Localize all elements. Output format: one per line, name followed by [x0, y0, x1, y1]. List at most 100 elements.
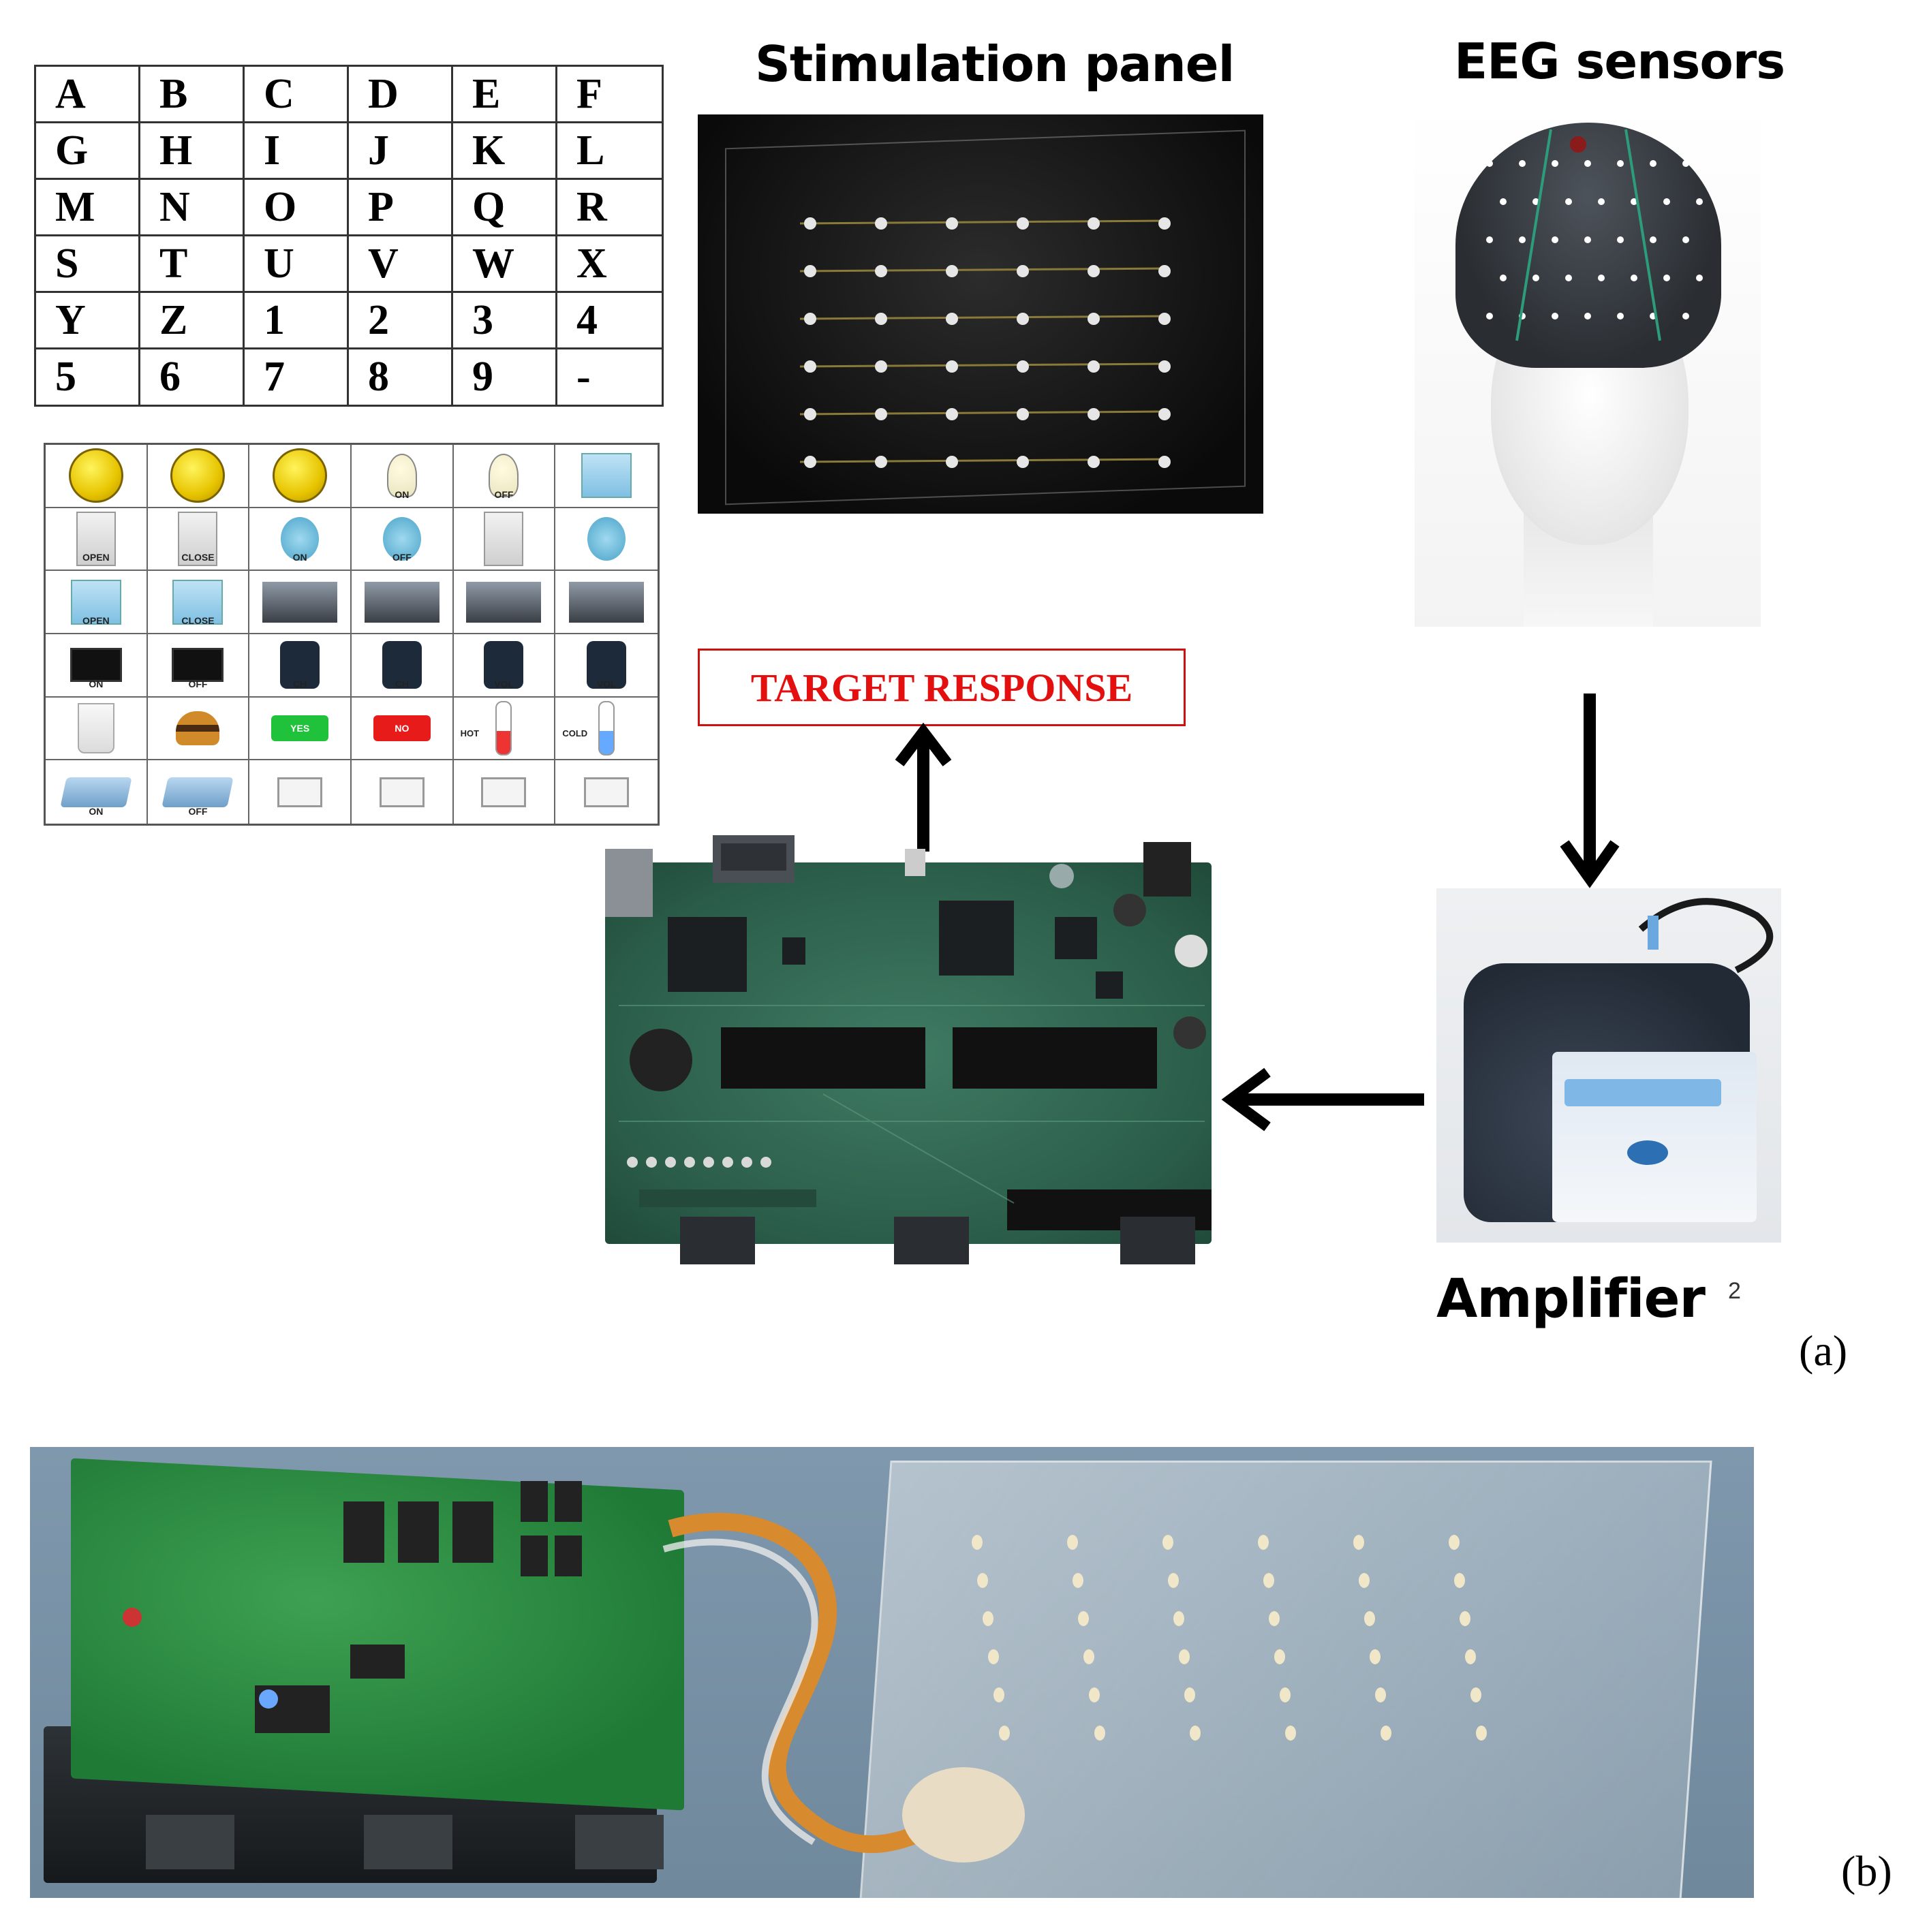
- box-icon: [379, 777, 425, 807]
- electrode: [1584, 313, 1591, 320]
- led-array: [799, 217, 1171, 468]
- electrode: [1696, 275, 1703, 281]
- led: [1158, 217, 1171, 230]
- icon-cell: OFF: [147, 634, 250, 698]
- led: [1353, 1535, 1364, 1550]
- letter-cell: 6: [140, 349, 245, 405]
- led: [1364, 1611, 1375, 1626]
- icon-cell: OPEN: [46, 508, 148, 572]
- led: [804, 313, 816, 325]
- eeg-cap-photo: [1415, 102, 1761, 627]
- led: [1017, 217, 1029, 230]
- letter-cell: -: [576, 354, 591, 400]
- led-wire: [799, 410, 1169, 416]
- led: [1184, 1687, 1195, 1702]
- letter-cell: 3: [453, 293, 557, 349]
- electrode-dots: [1486, 129, 1703, 341]
- led: [1067, 1535, 1078, 1550]
- electrode: [1565, 275, 1572, 281]
- electrode: [1584, 236, 1591, 243]
- led: [1381, 1726, 1391, 1741]
- icon-cell: [453, 571, 556, 634]
- led: [1017, 313, 1029, 325]
- electrode: [1519, 236, 1526, 243]
- electrode: [1500, 198, 1507, 205]
- icon-cell: COLD: [555, 698, 658, 761]
- letter-cell: 5: [36, 349, 140, 405]
- icon-caption: VOL: [494, 678, 514, 689]
- electrode: [1486, 236, 1493, 243]
- icon-caption: COLD: [562, 728, 588, 738]
- letter-cell: O: [245, 180, 349, 236]
- icon-cell: [147, 697, 250, 761]
- led: [1476, 1726, 1487, 1741]
- icon-caption: CH: [395, 678, 409, 689]
- icon-caption: ON: [89, 678, 104, 689]
- electrode: [1696, 198, 1703, 205]
- icon-cell: [555, 760, 658, 824]
- led: [946, 360, 958, 373]
- room-icon: [569, 581, 645, 623]
- led: [1158, 456, 1171, 468]
- icon-caption: HOT: [460, 728, 480, 738]
- letter-cell: F: [557, 67, 662, 123]
- lightbulb-icon: [386, 454, 417, 498]
- amplifier-title: Amplifier: [1436, 1268, 1706, 1330]
- browser-icon: [587, 516, 626, 561]
- electrode: [1552, 236, 1558, 243]
- amplifier-cable: [1638, 898, 1774, 973]
- letter-cell: 4: [557, 293, 662, 349]
- icon-cell: CH: [352, 634, 454, 698]
- bell-icon: [68, 448, 123, 503]
- cap-seam: [1624, 129, 1661, 341]
- letter-cell: X: [557, 236, 662, 293]
- window-icon: [172, 579, 223, 625]
- led: [1454, 1573, 1465, 1588]
- bell-icon: [170, 448, 226, 503]
- label-stripe: [1564, 1079, 1721, 1106]
- led: [983, 1611, 993, 1626]
- icon-cell: OFF: [148, 760, 250, 824]
- icon-cell: CLOSE: [147, 508, 250, 572]
- led: [1088, 313, 1100, 325]
- cap-seam: [1515, 129, 1552, 341]
- icon-cell: [555, 571, 658, 634]
- amplifier-photo: [1436, 888, 1781, 1243]
- stimulation-panel-photo: [698, 114, 1263, 514]
- led: [946, 456, 958, 468]
- icon-cell: [555, 445, 658, 508]
- led-wire: [799, 267, 1169, 272]
- icon-cell: ON: [46, 634, 148, 698]
- electrode: [1552, 160, 1558, 167]
- stimulation-panel-title: Stimulation panel: [755, 35, 1235, 93]
- led: [1083, 1649, 1094, 1664]
- icon-cell: [454, 760, 556, 824]
- letter-cell: I: [245, 123, 349, 180]
- led-wire: [799, 315, 1169, 320]
- icon-cell: YES: [249, 697, 352, 761]
- led: [1285, 1726, 1296, 1741]
- electrode: [1552, 313, 1558, 320]
- icon-cell: HOT: [453, 697, 556, 761]
- letter-cell: J: [349, 123, 453, 180]
- led: [1088, 360, 1100, 373]
- arrow-up-icon: [895, 722, 952, 852]
- door-icon: [178, 511, 218, 566]
- tv-icon: [172, 648, 224, 683]
- led: [1158, 408, 1171, 420]
- icon-cell: OFF: [453, 445, 556, 508]
- led: [1269, 1611, 1280, 1626]
- letter-cell: L: [557, 123, 662, 180]
- letter-cell: N: [140, 180, 245, 236]
- hardware-photo-b: [30, 1447, 1754, 1898]
- letter-cell: 2: [349, 293, 453, 349]
- led: [875, 360, 887, 373]
- ground-electrode: [1570, 136, 1586, 153]
- electrode: [1500, 275, 1507, 281]
- icon-caption: OFF: [188, 678, 208, 689]
- led: [1017, 456, 1029, 468]
- electrode: [1650, 160, 1656, 167]
- cup-icon: [77, 702, 114, 753]
- letter-cell: 9: [453, 349, 557, 405]
